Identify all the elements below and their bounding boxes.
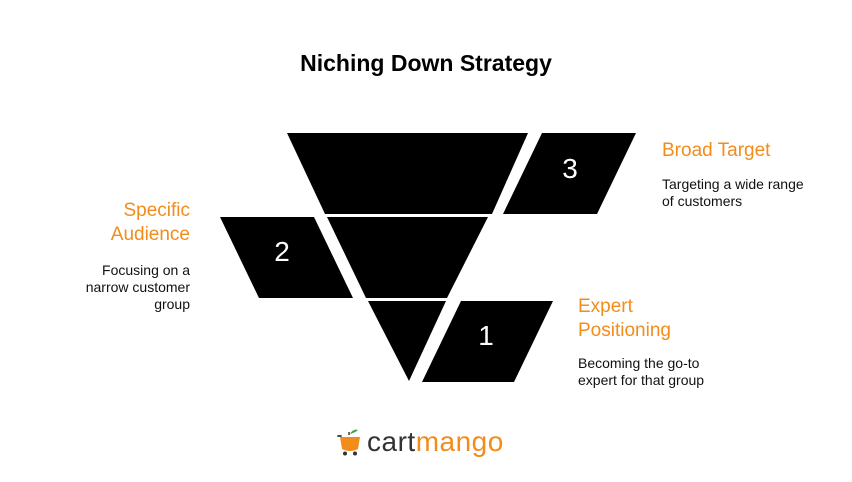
page-title: Niching Down Strategy xyxy=(300,50,552,76)
step-1-description: Becoming the go-to expert for that group xyxy=(578,355,705,388)
step-3-badge xyxy=(503,133,636,214)
step-1-label: Expert Positioning xyxy=(578,296,671,341)
funnel-segment-top xyxy=(287,133,528,214)
step-3-label: Broad Target xyxy=(662,140,771,161)
funnel-segment-middle xyxy=(327,217,488,298)
step-2-description: Focusing on a narrow customer group xyxy=(85,262,190,312)
funnel-segment-bottom xyxy=(368,301,446,381)
step-1-badge xyxy=(422,301,553,382)
cart-mango-icon xyxy=(337,429,360,456)
step-3-description: Targeting a wide range of customers xyxy=(662,176,804,209)
logo-text-cart: cart xyxy=(367,426,416,457)
step-3-number: 3 xyxy=(562,153,578,184)
step-2-number: 2 xyxy=(274,236,290,267)
step-1-number: 1 xyxy=(478,320,494,351)
step-2-badge xyxy=(220,217,353,298)
cartmango-logo: cartmango xyxy=(337,424,504,460)
step-2-label: Specific Audience xyxy=(110,200,190,245)
logo-text-mango: mango xyxy=(415,426,504,457)
